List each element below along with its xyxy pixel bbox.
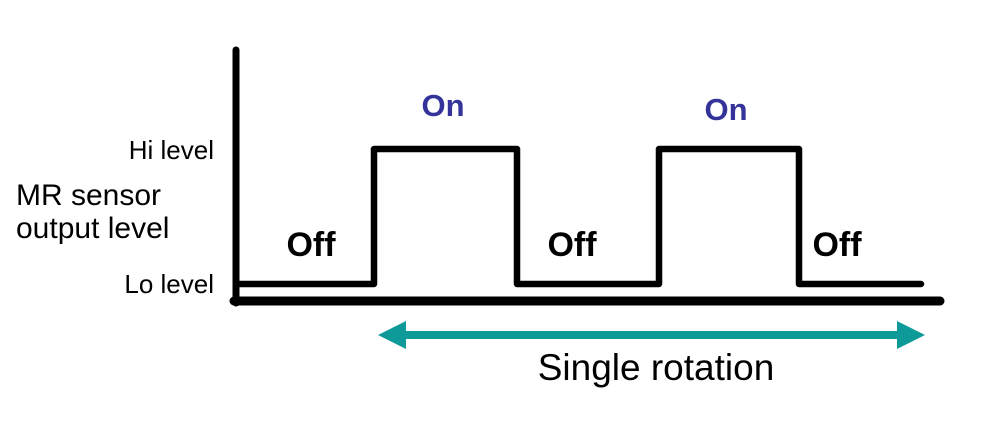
on-state-label-1: On — [421, 88, 465, 123]
on-state-label-2: On — [704, 92, 748, 127]
arrow-right-head-icon — [897, 321, 925, 349]
y-axis-title-line1: MR sensor — [16, 179, 162, 212]
single-rotation-label: Single rotation — [537, 347, 775, 388]
lo-level-label: Lo level — [124, 269, 214, 299]
off-state-label-1: Off — [286, 226, 336, 264]
waveform-trace — [232, 145, 925, 288]
rotation-arrow — [378, 321, 925, 349]
y-axis-title-line2: output level — [16, 212, 170, 245]
off-state-label-3: Off — [812, 226, 862, 264]
y-axis-title: MR sensor output level — [16, 179, 169, 245]
hi-level-label: Hi level — [128, 135, 214, 165]
arrow-left-head-icon — [378, 321, 406, 349]
off-state-label-2: Off — [547, 226, 597, 264]
